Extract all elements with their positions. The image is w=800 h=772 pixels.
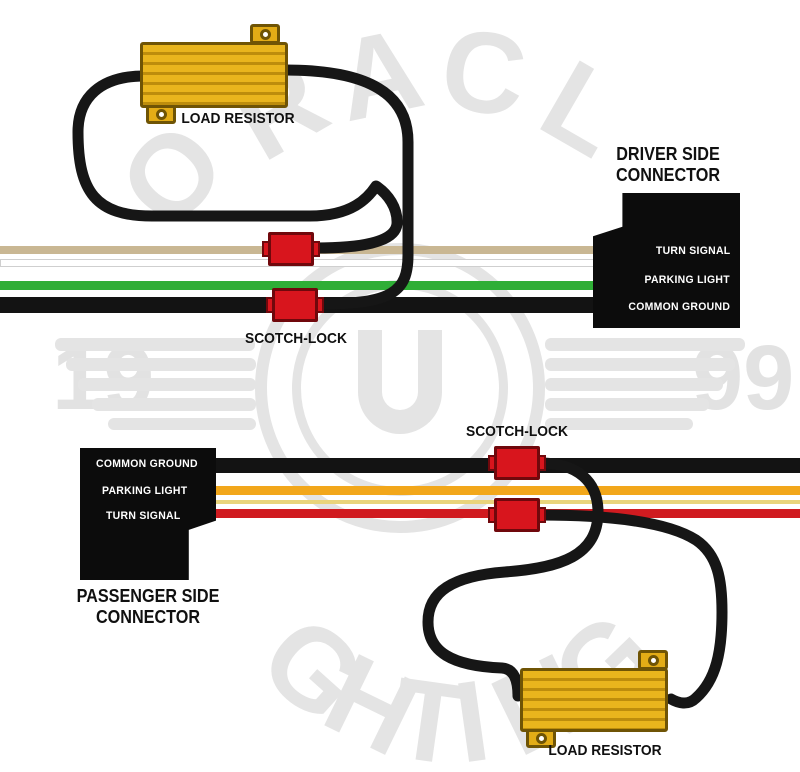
driver-connector-title: DRIVER SIDE CONNECTOR xyxy=(598,144,738,185)
mounting-tab xyxy=(250,24,280,44)
mounting-hole-icon xyxy=(259,28,271,40)
scotch-lock-ear xyxy=(316,297,324,313)
driver-connector-title-line2: CONNECTOR xyxy=(615,164,721,185)
connector-wire-label: COMMON GROUND xyxy=(628,301,730,313)
passenger-connector-title: PASSENGER SIDE CONNECTOR xyxy=(64,586,231,627)
passenger-resistor-lead-left xyxy=(422,457,604,702)
mounting-hole-icon xyxy=(535,732,547,744)
mounting-tab xyxy=(638,650,668,670)
mounting-hole-icon xyxy=(647,654,659,666)
wire-parking-light-driver xyxy=(0,281,700,290)
scotch-lock-driver-2 xyxy=(266,288,324,322)
connector-wire-label: TURN SIGNAL xyxy=(106,510,181,522)
scotch-lock-driver-1 xyxy=(262,232,320,266)
watermark-wing-right xyxy=(545,358,735,371)
watermark-wing-left xyxy=(55,338,255,351)
scotch-lock-ear xyxy=(266,297,274,313)
scotch-lock-passenger-1 xyxy=(488,446,546,480)
driver-scotch-lock-label: SCOTCH-LOCK xyxy=(245,330,347,347)
watermark-wing-right xyxy=(545,418,693,430)
wire-turn-signal-passenger xyxy=(150,509,800,518)
connector-wire-label: PARKING LIGHT xyxy=(644,274,730,286)
driver-resistor-lead-left xyxy=(72,70,403,254)
driver-connector-title-line1: DRIVER SIDE xyxy=(616,144,720,164)
scotch-lock-ear xyxy=(488,455,496,471)
passenger-scotch-lock-label: SCOTCH-LOCK xyxy=(466,423,568,440)
watermark-horseshoe-icon xyxy=(358,330,442,434)
passenger-connector-title-line2: CONNECTOR xyxy=(95,606,201,627)
driver-load-resistor-label: LOAD RESISTOR xyxy=(181,110,295,127)
passenger-load-resistor xyxy=(520,668,668,732)
connector-wire-label: TURN SIGNAL xyxy=(655,245,730,257)
watermark-wing-right xyxy=(545,378,723,391)
watermark-wing-left xyxy=(66,358,256,371)
mounting-hole-icon xyxy=(155,108,167,120)
scotch-lock-ear xyxy=(538,507,546,523)
driver-load-resistor xyxy=(140,42,288,108)
watermark-wing-right xyxy=(545,338,745,351)
wire-parking-light-passenger xyxy=(150,486,800,495)
watermark-wing-left xyxy=(78,378,256,391)
watermark-wing-left xyxy=(92,398,256,411)
connector-wire-label: COMMON GROUND xyxy=(96,458,198,470)
scotch-lock-passenger-2 xyxy=(488,498,546,532)
connector-wire-label: PARKING LIGHT xyxy=(102,485,188,497)
passenger-load-resistor-label: LOAD RESISTOR xyxy=(548,742,662,759)
passenger-resistor-lead-right xyxy=(534,509,728,709)
scotch-lock-ear xyxy=(538,455,546,471)
watermark-wing-left xyxy=(108,418,256,430)
scotch-lock-ear xyxy=(262,241,270,257)
passenger-connector-title-line1: PASSENGER SIDE xyxy=(76,586,220,606)
scotch-lock-ear xyxy=(312,241,320,257)
scotch-lock-ear xyxy=(488,507,496,523)
wire-yellow-passenger xyxy=(150,500,800,504)
wire-common-ground-passenger xyxy=(150,458,800,473)
driver-resistor-lead-right xyxy=(279,64,414,310)
watermark-wing-right xyxy=(545,398,709,411)
